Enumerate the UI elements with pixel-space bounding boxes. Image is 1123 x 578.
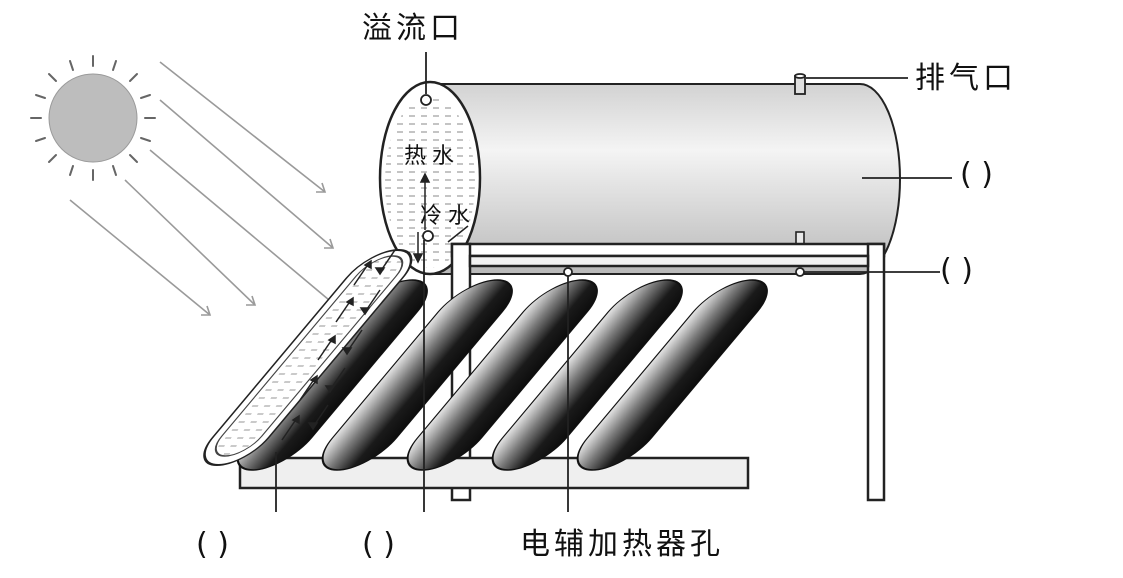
cold-water-pointer: [447, 225, 469, 243]
bracket-answer-blank: ( ): [940, 253, 973, 288]
tank-answer-blank: ( ): [960, 157, 993, 192]
vacuum-tubes: [236, 279, 768, 471]
left-tube-answer-blank: ( ): [196, 527, 229, 562]
arrow-down-icon: [307, 404, 329, 431]
arrow-down-icon: [341, 329, 363, 356]
inlet-answer-blank: ( ): [362, 527, 395, 562]
cold-water-label: 冷水: [420, 204, 477, 229]
overflow-port-label: 溢流口: [362, 11, 464, 46]
arrow-up-icon: [419, 172, 431, 230]
hot-water-label: 热水: [404, 144, 461, 169]
bottom-leader-lines: [275, 240, 573, 512]
arrow-down-icon: [374, 249, 396, 276]
water-flow-arrows: [281, 172, 431, 441]
sun-icon: [30, 55, 156, 181]
tube-cross-section: [203, 249, 413, 466]
tank-end-cross-section: [378, 80, 482, 276]
vacuum-tube: [491, 279, 683, 471]
arrow-down-icon: [359, 289, 381, 316]
vent-label: 排气口: [915, 61, 1017, 96]
vacuum-tube: [576, 279, 768, 471]
arrow-up-icon: [335, 296, 354, 323]
vacuum-tube: [321, 279, 513, 471]
vent-pipe: [794, 73, 908, 95]
arrow-down-icon: [412, 232, 424, 264]
arrow-up-icon: [299, 374, 318, 401]
overflow-port: [420, 52, 432, 106]
arrow-up-icon: [353, 259, 372, 286]
electric-heater-hole-label: 电辅加热器孔: [520, 527, 724, 562]
cold-water-port: [422, 230, 434, 242]
arrow-up-icon: [281, 414, 300, 441]
arrow-down-icon: [324, 367, 346, 394]
bracket-leader: [795, 267, 940, 277]
vacuum-tube: [406, 279, 598, 471]
arrow-up-icon: [317, 334, 336, 361]
